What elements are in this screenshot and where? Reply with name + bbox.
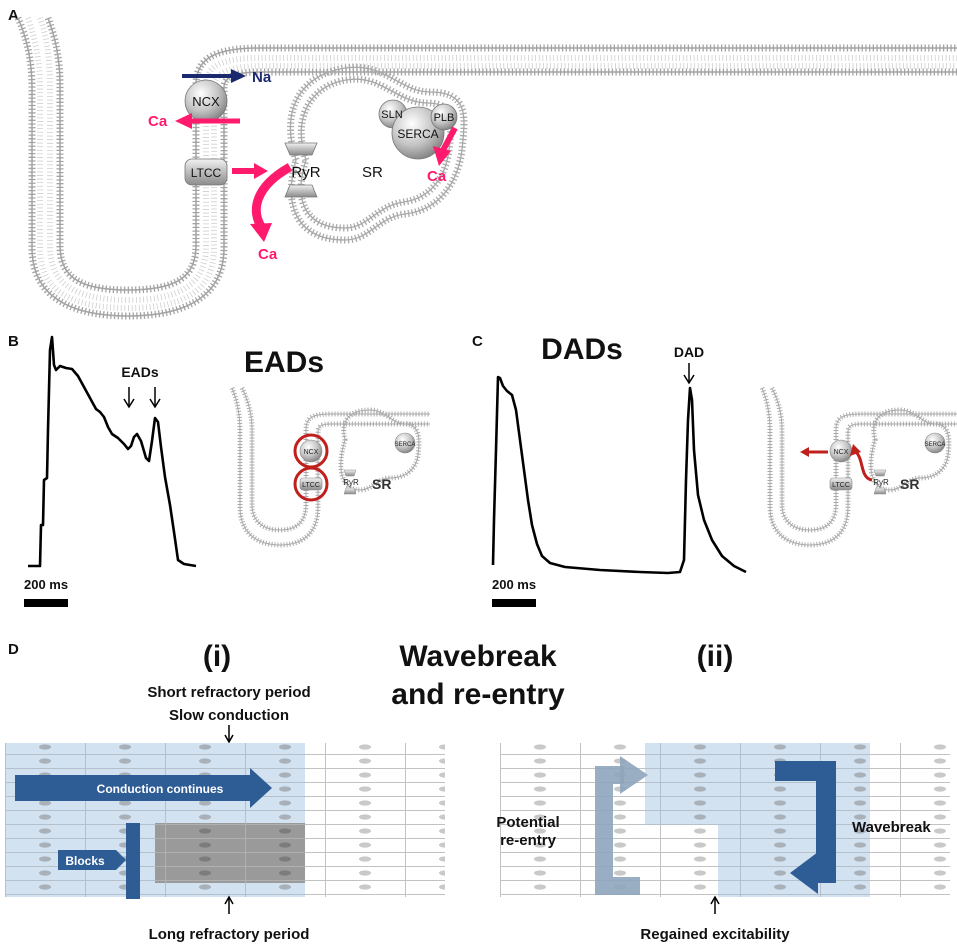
conduction-continues-label: Conduction continues <box>97 782 224 796</box>
wavebreak-arrowhead <box>790 852 818 894</box>
reentry-label: re-entry <box>500 832 557 849</box>
ryr-to-ncx-ca-arrowhead <box>850 444 861 456</box>
mini-ryr-c-label: RyR <box>873 478 889 487</box>
mini-cell-c <box>759 386 957 548</box>
bottom-pointer-ii <box>710 895 720 914</box>
mini-cell-b <box>229 386 430 548</box>
serca-ca-arrow <box>439 126 458 154</box>
panel-a: A NCX Na Ca LTCC <box>8 7 957 320</box>
ryr-top <box>284 142 318 156</box>
scale-bar-c <box>492 599 536 607</box>
blocks-arrow <box>58 850 126 870</box>
tissue-ii-excited-top <box>645 743 870 825</box>
ltcc-label: LTCC <box>191 166 222 180</box>
mini-serca-c-label: SERCA <box>925 442 946 448</box>
ncx-label: NCX <box>192 94 220 109</box>
ltcc-channel <box>184 158 228 186</box>
block-bar <box>126 823 140 899</box>
wavebreak-arrow <box>775 761 836 883</box>
serca-ca-label: Ca <box>427 168 447 185</box>
regained-excitability-label: Regained excitability <box>640 926 790 943</box>
wavebreak-label: Wavebreak <box>852 819 931 836</box>
ryr-ca-label: Ca <box>258 246 278 263</box>
conduction-continues-arrow <box>15 768 272 808</box>
plb-label: PLB <box>434 112 455 124</box>
na-arrowhead <box>231 69 246 83</box>
ryr-ca-arrowhead <box>250 223 272 242</box>
eads-title: EADs <box>244 346 324 379</box>
tissue-ii-excited-bottom <box>718 825 870 897</box>
mini-ncx-c-label: NCX <box>834 449 849 456</box>
ncx-ca-arrowhead <box>175 113 192 129</box>
dad-action-potential-trace <box>491 375 747 575</box>
ryr-label: RyR <box>291 164 320 181</box>
mini-sr-c-label: SR <box>900 476 919 492</box>
ncx-ca-label: Ca <box>148 113 168 130</box>
mini-sr-b-label: SR <box>372 476 391 492</box>
ead-action-potential-trace <box>28 335 197 568</box>
mini-ryr-c-bottom <box>873 487 887 495</box>
ead-arrows <box>123 387 161 409</box>
na-label: Na <box>252 69 272 86</box>
plb-protein <box>430 103 458 131</box>
heading-ii: (ii) <box>697 640 734 673</box>
short-refractory-label: Short refractory period <box>147 684 310 701</box>
mini-ryr-b-label: RyR <box>343 478 359 487</box>
panel-letter-c: C <box>472 333 483 350</box>
panel-c: C DADs DAD 200 ms NCX LTCC RyR SERCA SR <box>472 333 957 607</box>
scale-bar-b-label: 200 ms <box>24 577 68 592</box>
dad-arrow <box>683 363 695 385</box>
panel-letter-d: D <box>8 641 19 658</box>
eads-annotation: EADs <box>121 364 159 380</box>
mini-ltcc-b <box>299 477 323 491</box>
dads-title: DADs <box>541 333 623 366</box>
mini-serca-b-label: SERCA <box>395 442 416 448</box>
potential-label: Potential <box>496 814 559 831</box>
panel-letter-b: B <box>8 333 19 350</box>
ltcc-highlight-ring <box>293 466 329 502</box>
panel-letter-a: A <box>8 7 19 24</box>
potential-reentry-arrow <box>595 766 640 895</box>
ryr-to-ncx-ca-arrow <box>854 450 873 482</box>
top-pointer-i <box>224 725 234 744</box>
mini-ncx-b-label: NCX <box>304 449 319 456</box>
wavebreak-title-line2: and re-entry <box>391 678 565 711</box>
sr-label: SR <box>362 164 383 181</box>
potential-reentry-arrowhead <box>620 756 648 794</box>
ryr-ca-arrow <box>251 163 293 231</box>
blocks-label: Blocks <box>65 854 105 868</box>
mini-ltcc-c <box>829 477 853 491</box>
mini-ltcc-c-label: LTCC <box>832 482 850 489</box>
mini-ryr-b-top <box>343 469 357 477</box>
ryr-bottom <box>284 184 318 198</box>
ltcc-ca-arrowhead <box>254 163 268 179</box>
sarcolemma-membrane <box>14 16 957 320</box>
sln-label: SLN <box>381 109 402 121</box>
mini-serca-b <box>394 432 416 454</box>
mini-ryr-c-top <box>873 469 887 477</box>
long-refractory-label: Long refractory period <box>149 926 310 943</box>
scale-bar-b <box>24 599 68 607</box>
mini-serca-c <box>924 432 946 454</box>
slow-conduction-label: Slow conduction <box>169 707 289 724</box>
sr-membrane <box>287 63 468 244</box>
dad-annotation: DAD <box>674 344 704 360</box>
serca-ca-arrowhead <box>433 146 451 166</box>
panel-b: B EADs EADs 200 ms NCX LTCC RyR <box>8 333 430 607</box>
serca-label: SERCA <box>397 127 438 141</box>
heading-i: (i) <box>203 640 231 673</box>
scale-bar-c-label: 200 ms <box>492 577 536 592</box>
mini-ncx-b <box>299 439 323 463</box>
bottom-pointer-i <box>224 895 234 914</box>
wavebreak-title-line1: Wavebreak <box>399 640 557 673</box>
ncx-efflux-arrowhead <box>800 447 809 457</box>
mini-ltcc-b-label: LTCC <box>302 482 320 489</box>
panel-d: D (i) (ii) Wavebreak and re-entry Short … <box>5 640 950 943</box>
tissue-i-refractory-block <box>155 823 305 883</box>
mini-ryr-b-bottom <box>343 487 357 495</box>
